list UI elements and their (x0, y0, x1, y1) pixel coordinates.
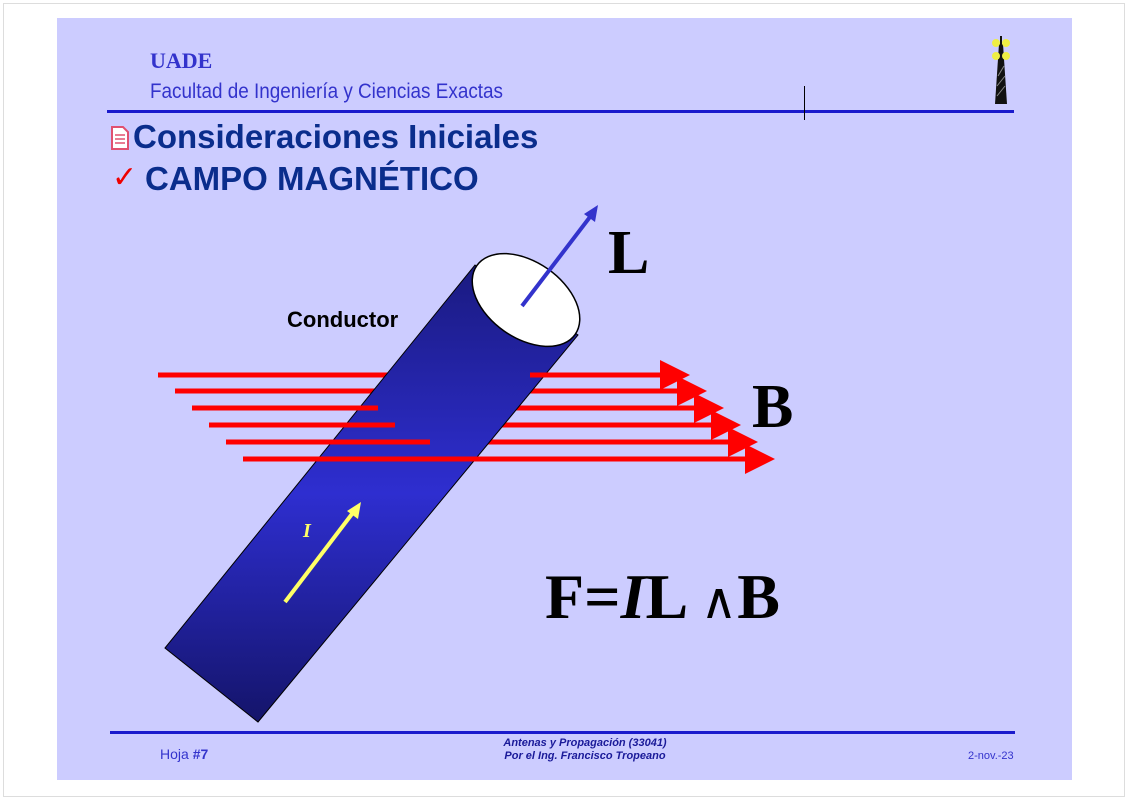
slide-date: 2-nov.-23 (968, 750, 1014, 762)
footer-divider (110, 731, 1015, 734)
formula-wedge: ∧ (700, 573, 738, 629)
header-tick (804, 86, 805, 120)
page-number-value: #7 (192, 746, 209, 762)
formula-L: L (645, 561, 685, 632)
lorentz-force-formula: F=IL ∧B (545, 560, 780, 634)
B-label: B (752, 373, 794, 441)
conductor-body (164, 264, 579, 723)
institution-name: UADE (150, 48, 213, 73)
L-label: L (608, 219, 650, 287)
document-icon (111, 126, 129, 150)
check-icon: ✓ (112, 161, 138, 194)
field-arrows-front (192, 372, 775, 474)
current-label: I (303, 520, 311, 542)
footer-course: Antenas y Propagación (33041) Por el Ing… (440, 737, 730, 763)
formula-F: F (545, 561, 585, 632)
page-frame (3, 3, 1125, 797)
formula-B: B (737, 561, 780, 632)
author-name: Por el Ing. Francisco Tropeano (504, 750, 666, 762)
page-number: Hoja #7 (160, 746, 208, 762)
formula-equals: = (584, 561, 621, 632)
L-vector-arrow (520, 211, 595, 308)
antenna-tower-icon (992, 36, 1010, 104)
formula-I: I (620, 561, 646, 632)
faculty-name: Facultad de Ingeniería y Ciencias Exacta… (150, 80, 503, 103)
header-divider (107, 110, 1014, 113)
page-prefix: Hoja (160, 746, 193, 762)
current-arrow (283, 508, 357, 604)
slide-title: Consideraciones Iniciales (133, 118, 539, 155)
conductor-label: Conductor (287, 307, 399, 332)
course-name: Antenas y Propagación (33041) (503, 737, 667, 749)
slide-subtitle: CAMPO MAGNÉTICO (145, 160, 479, 197)
